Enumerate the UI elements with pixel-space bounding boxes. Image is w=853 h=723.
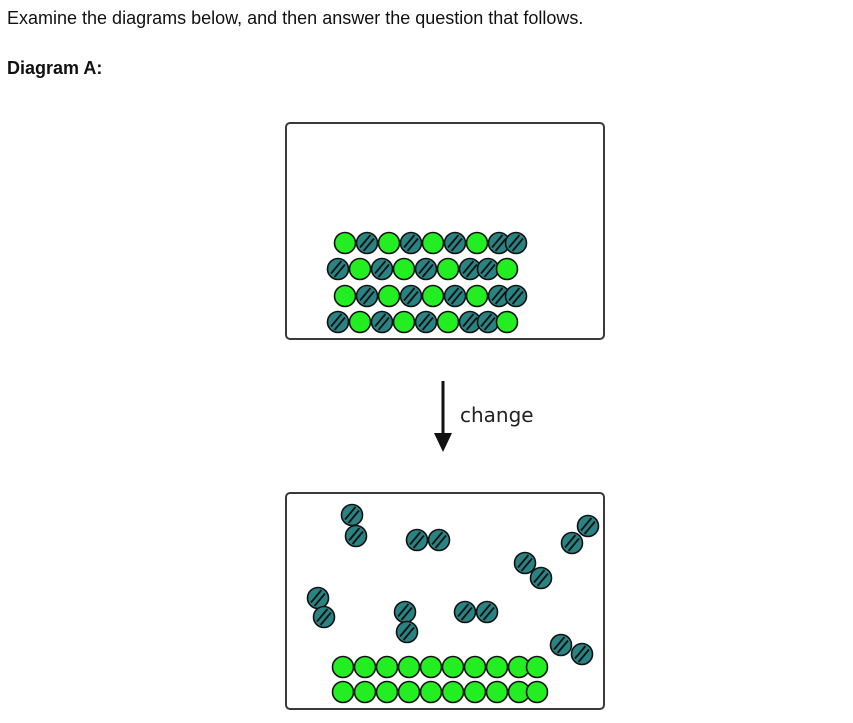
change-label: change	[460, 403, 534, 427]
container-after	[285, 492, 605, 710]
question-intro: Examine the diagrams below, and then ans…	[7, 8, 584, 28]
container-before	[285, 122, 605, 340]
diagram-label: Diagram A:	[7, 58, 103, 78]
change-arrow-icon	[434, 381, 452, 452]
